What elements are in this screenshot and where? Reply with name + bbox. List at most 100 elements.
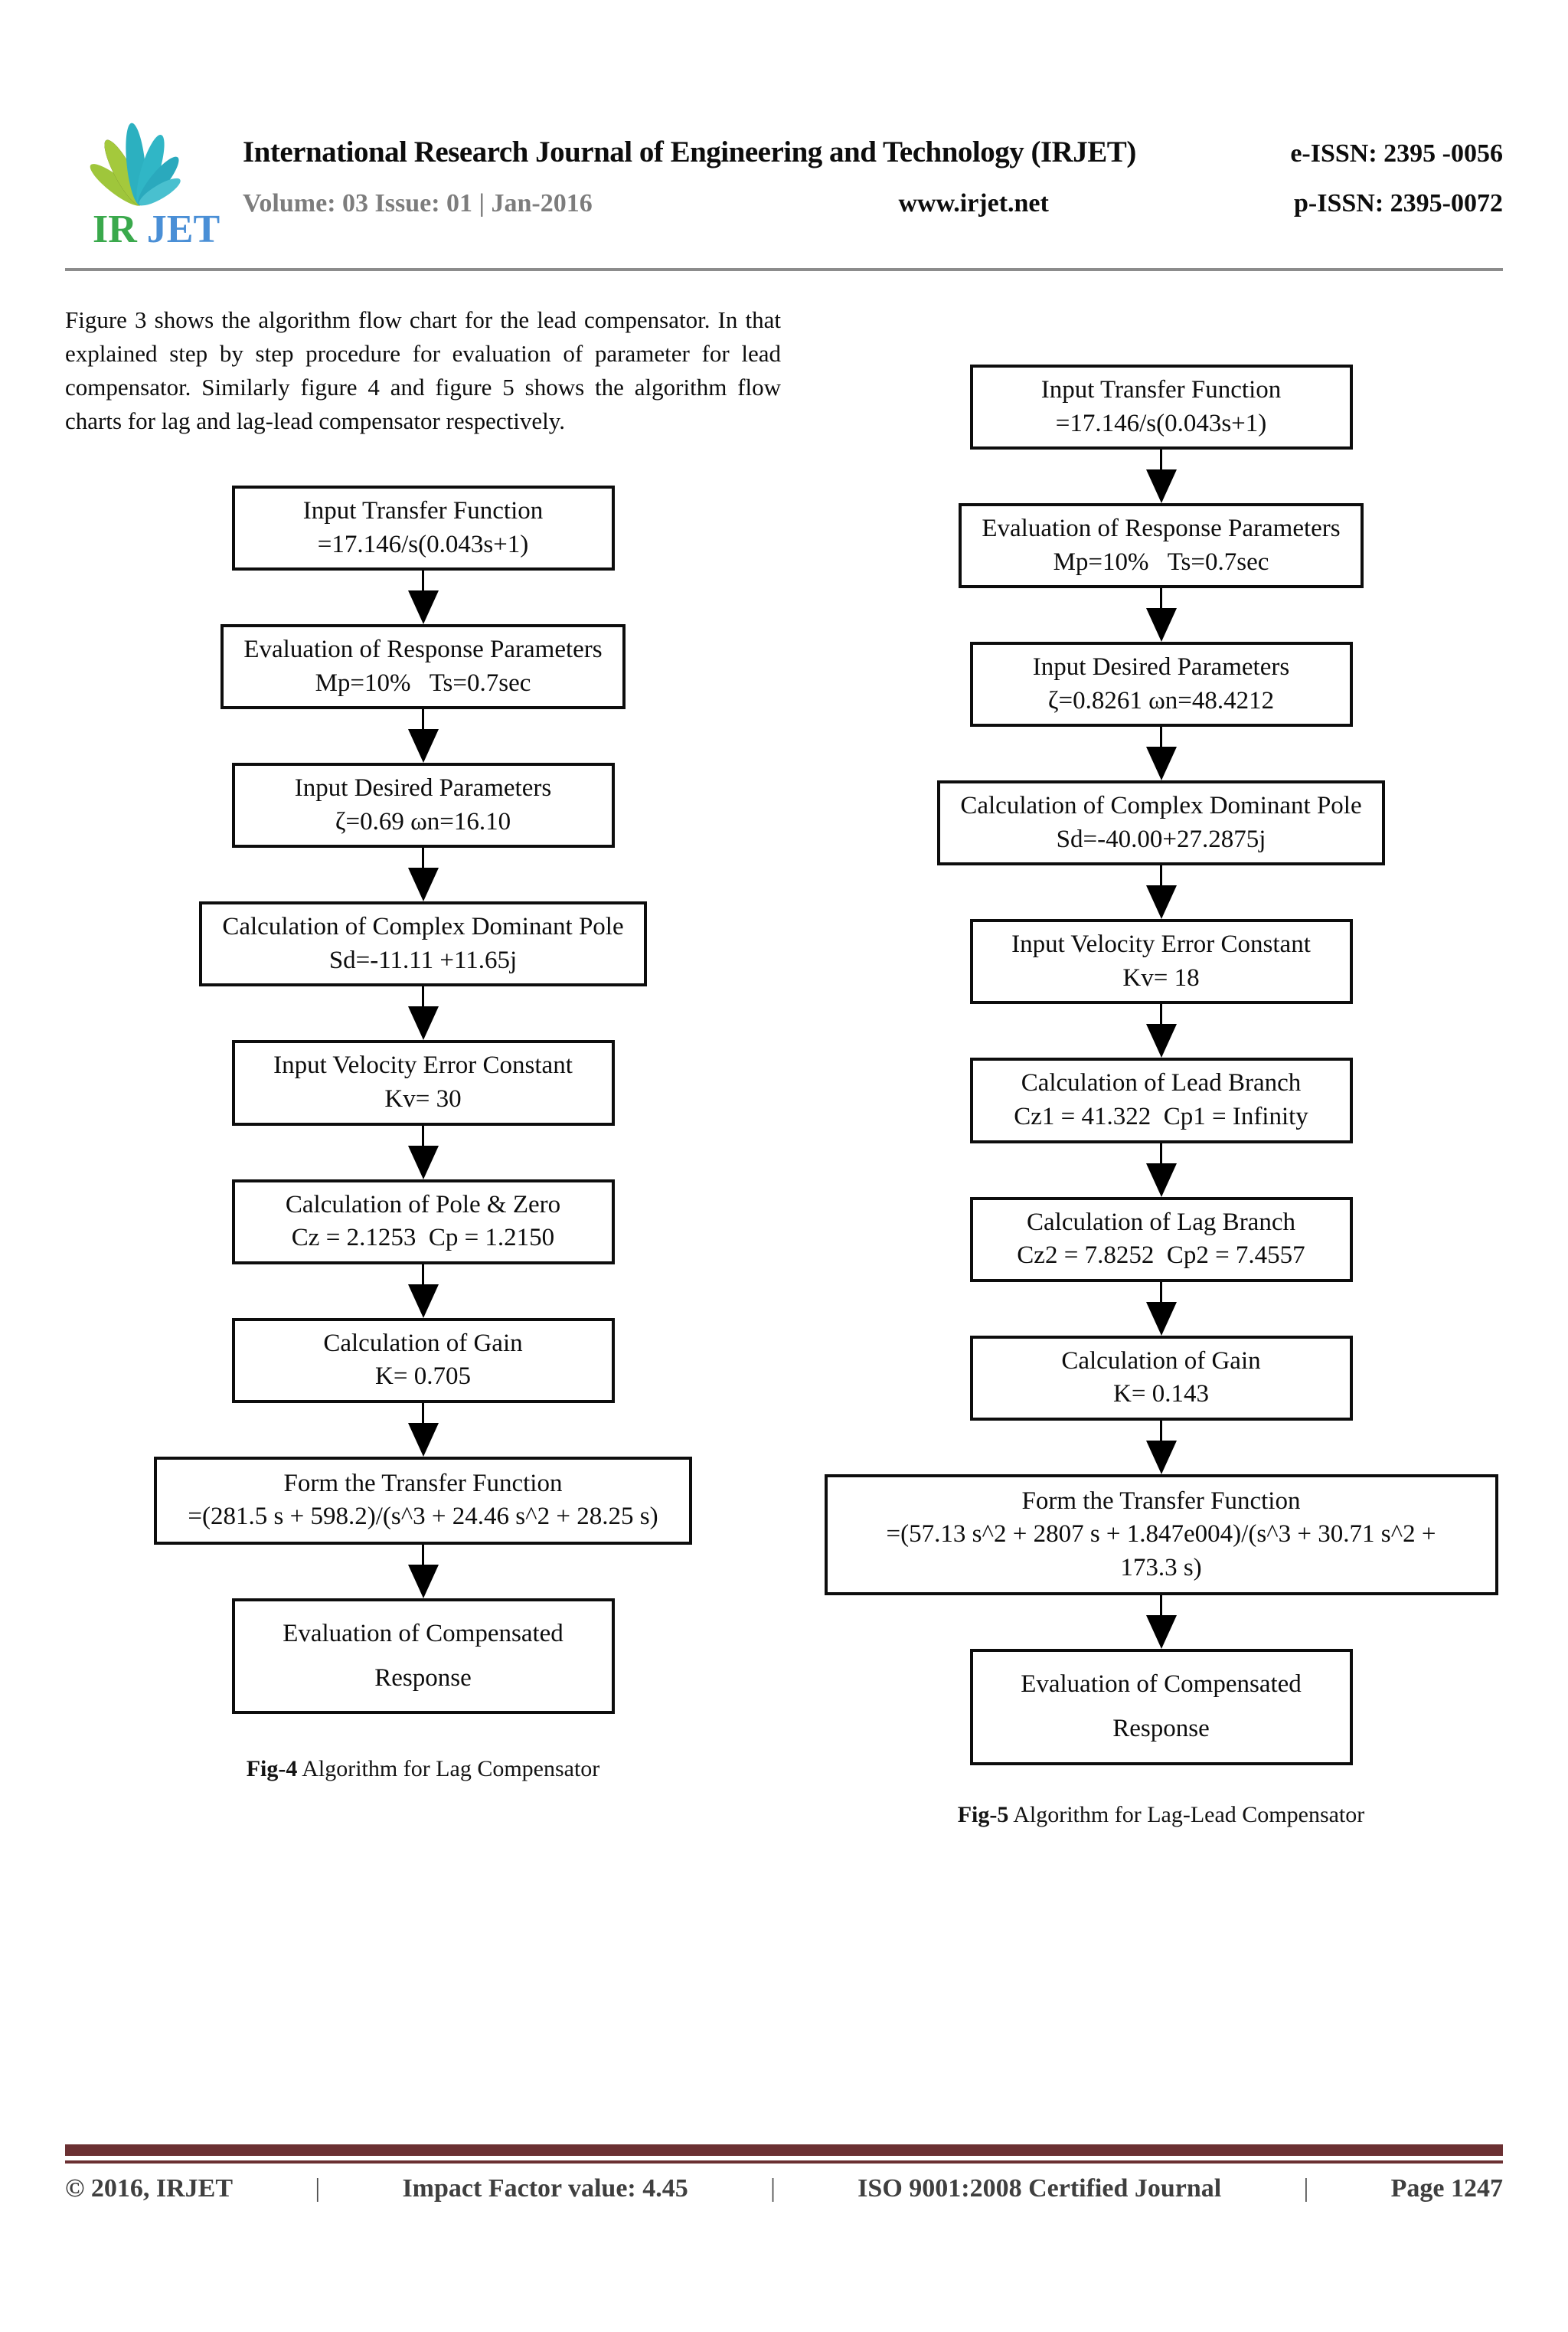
flow-box: Form the Transfer Function=(57.13 s^2 + … <box>824 1473 1498 1596</box>
fig4-caption-text: Algorithm for Lag Compensator <box>297 1756 600 1782</box>
arrow-head-icon <box>407 1006 439 1041</box>
footer-rule-thin <box>65 2160 1503 2164</box>
svg-text:IR JET: IR JET <box>93 208 220 250</box>
content-columns: Figure 3 shows the algorithm flow chart … <box>65 303 1503 1828</box>
flow-arrow-down <box>407 1264 439 1318</box>
flow-box-line: Input Transfer Function <box>302 497 544 525</box>
flow-arrow-down <box>1145 1595 1177 1650</box>
fig4-caption-label: Fig-4 <box>246 1756 298 1782</box>
flow-box-line: Input Velocity Error Constant <box>273 1052 573 1080</box>
arrow-stem <box>422 986 424 1007</box>
arrow-head-icon <box>1145 1163 1177 1197</box>
footer-separator: | <box>1303 2174 1309 2203</box>
flow-box-line: Input Desired Parameters <box>294 774 552 803</box>
arrow-head-icon <box>407 729 439 764</box>
flow-box-line: Calculation of Lead Branch <box>1021 1069 1302 1097</box>
flow-box-line: Evaluation of Compensated <box>283 1619 564 1647</box>
logo-text-ir: IR <box>93 208 138 250</box>
arrow-stem <box>422 1402 424 1423</box>
fig5-caption: Fig-5 Algorithm for Lag-Lead Compensator <box>819 1802 1503 1828</box>
flow-box: Input Transfer Function=17.146/s(0.043s+… <box>969 365 1353 450</box>
flow-box-line: Kv= 18 <box>1122 963 1200 992</box>
arrow-stem <box>1160 1595 1162 1616</box>
flow-arrow-down <box>1145 1004 1177 1058</box>
arrow-head-icon <box>407 868 439 902</box>
pissn-text: p-ISSN: 2395-0072 <box>1294 189 1503 218</box>
footer-separator: | <box>315 2174 321 2203</box>
arrow-head-icon <box>407 590 439 625</box>
flow-box-line: Input Desired Parameters <box>1032 653 1290 682</box>
flow-box-line: Sd=-40.00+27.2875j <box>1056 825 1266 853</box>
copyright-text: © 2016, IRJET <box>65 2174 234 2203</box>
arrow-stem <box>422 1125 424 1146</box>
flow-box-line: Cz1 = 41.322 Cp1 = Infinity <box>1014 1103 1308 1131</box>
flow-box-line: Calculation of Gain <box>1061 1346 1261 1375</box>
flow-box-line: ζ=0.69 ωn=16.10 <box>335 807 511 836</box>
flow-arrow-down <box>407 986 439 1041</box>
flow-arrow-down <box>1145 865 1177 920</box>
flow-box-line: Calculation of Gain <box>323 1329 523 1357</box>
arrow-stem <box>1160 1143 1162 1163</box>
website-text[interactable]: www.irjet.net <box>898 189 1049 218</box>
arrow-head-icon <box>1145 469 1177 504</box>
flow-arrow-down <box>407 709 439 764</box>
eissn-text: e-ISSN: 2395 -0056 <box>1290 139 1503 168</box>
flow-box-line: K= 0.143 <box>1113 1380 1209 1408</box>
volume-issue-text: Volume: 03 Issue: 01 | Jan-2016 <box>243 189 593 218</box>
flow-arrow-down <box>1145 588 1177 643</box>
header-divider <box>65 268 1503 271</box>
fig4-flowchart: Input Transfer Function =17.146/s(0.043s+… <box>65 486 781 1715</box>
arrow-stem <box>422 1264 424 1284</box>
header-text: International Research Journal of Engine… <box>232 113 1503 218</box>
flow-box-line: Form the Transfer Function <box>1021 1487 1301 1515</box>
arrow-head-icon <box>407 1422 439 1457</box>
flow-arrow-down <box>407 848 439 902</box>
flow-box-line: =(281.5 s + 598.2)/(s^3 + 24.46 s^2 + 28… <box>188 1503 658 1531</box>
arrow-stem <box>422 709 424 730</box>
arrow-stem <box>1160 450 1162 470</box>
arrow-head-icon <box>1145 1024 1177 1058</box>
journal-title: International Research Journal of Engine… <box>243 136 1136 168</box>
flow-arrow-down <box>407 571 439 625</box>
fig5-caption-text: Algorithm for Lag-Lead Compensator <box>1008 1801 1365 1827</box>
fig5-caption-label: Fig-5 <box>957 1801 1009 1827</box>
right-column: Input Transfer Function=17.146/s(0.043s+… <box>819 303 1503 1828</box>
footer-separator: | <box>770 2174 776 2203</box>
flow-arrow-down <box>407 1125 439 1179</box>
irjet-logo: IR JET <box>90 123 220 250</box>
flow-arrow-down <box>1145 450 1177 504</box>
flow-arrow-down <box>1145 1143 1177 1197</box>
flow-arrow-down <box>1145 1420 1177 1474</box>
flow-box-line: Input Velocity Error Constant <box>1011 931 1311 959</box>
fig5-flowchart: Input Transfer Function=17.146/s(0.043s+… <box>819 365 1503 1765</box>
flow-box-line: =17.146/s(0.043s+1) <box>1055 409 1267 437</box>
flow-box-line: Form the Transfer Function <box>283 1469 563 1497</box>
logo-text-jet: JET <box>147 208 220 250</box>
logo-leaves <box>90 123 181 206</box>
flow-box-line: =17.146/s(0.043s+1) <box>317 530 529 558</box>
flow-box-line: Kv= 30 <box>384 1084 462 1113</box>
flow-arrow-down <box>1145 1281 1177 1336</box>
iso-certification-text: ISO 9001:2008 Certified Journal <box>858 2174 1222 2203</box>
flow-box-line: Mp=10% Ts=0.7sec <box>315 669 531 697</box>
flow-box-line: Cz2 = 7.8252 Cp2 = 7.4557 <box>1017 1241 1305 1270</box>
intro-paragraph: Figure 3 shows the algorithm flow chart … <box>65 306 781 435</box>
arrow-head-icon <box>407 1284 439 1318</box>
arrow-stem <box>1160 865 1162 886</box>
flow-arrow-down <box>407 1402 439 1457</box>
flow-box-line: Evaluation of Response Parameters <box>982 515 1341 543</box>
arrow-head-icon <box>407 1564 439 1598</box>
flow-box-line: Cz = 2.1253 Cp = 1.2150 <box>291 1224 555 1252</box>
flow-box-line: Calculation of Lag Branch <box>1027 1208 1295 1236</box>
flow-box-line: Evaluation of Response Parameters <box>243 636 603 664</box>
